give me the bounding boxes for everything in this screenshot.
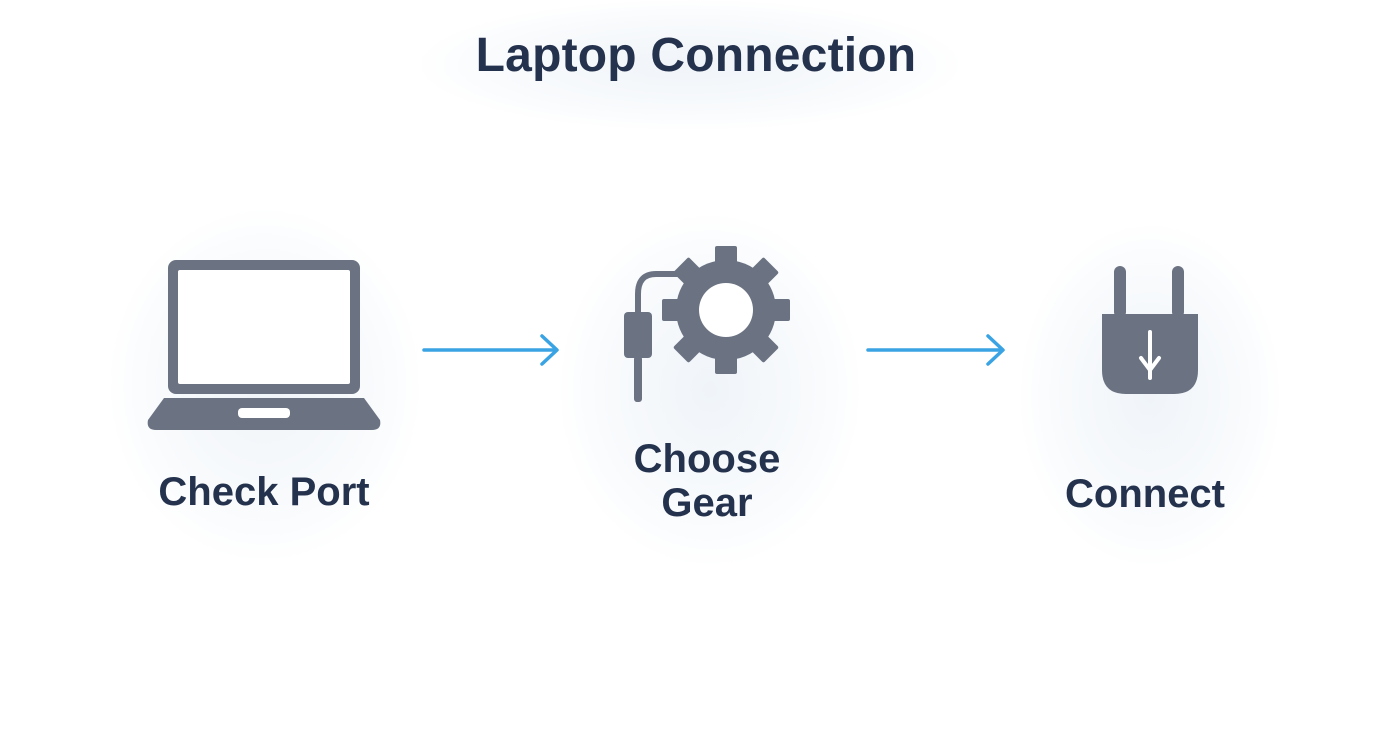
step-label-line-1: Choose <box>633 437 781 481</box>
title-glow <box>420 0 960 130</box>
cable-gear-icon <box>624 246 790 402</box>
step3-glow <box>1020 225 1280 565</box>
arrow-right-icon <box>866 334 1005 366</box>
plug-icon <box>1102 266 1198 394</box>
step-label-line-2: Gear <box>661 481 753 525</box>
step-label-connect: Connect <box>1065 472 1225 516</box>
arrow-right-icon <box>422 334 559 366</box>
step-label-choose-gear: Choose Gear <box>566 437 848 525</box>
step-label-check-port: Check Port <box>158 470 370 514</box>
laptop-icon <box>147 260 381 430</box>
diagram-title: Laptop Connection <box>475 29 917 82</box>
